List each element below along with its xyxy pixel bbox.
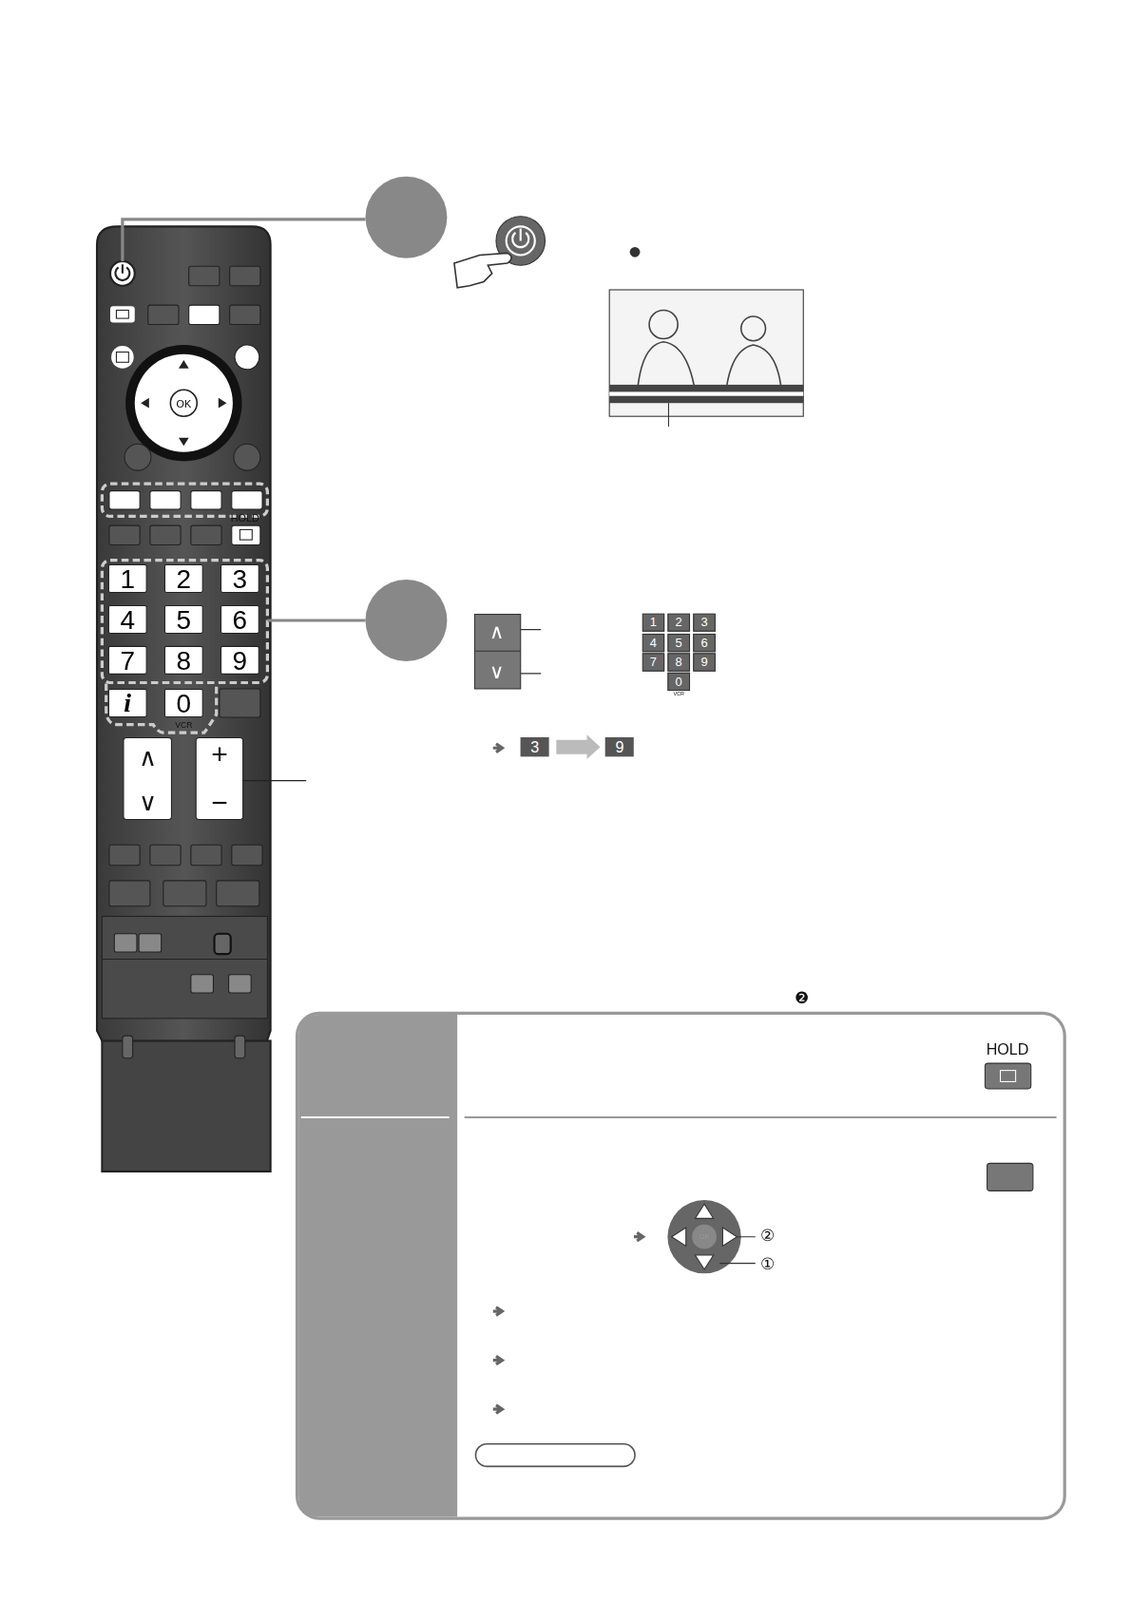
button-label: 2 <box>176 562 192 595</box>
label: ② <box>760 1227 775 1245</box>
button-label: OK <box>176 397 192 409</box>
channel-number: 9 <box>605 737 634 757</box>
label: ❷ <box>794 990 809 1007</box>
keypad-key: 1 <box>642 613 666 632</box>
label: HOLD <box>986 1041 1030 1057</box>
label: VCR <box>673 691 685 697</box>
button-label: 0 <box>176 687 192 719</box>
number-button: 8 <box>164 646 204 675</box>
button-label: 9 <box>232 644 249 676</box>
keypad-key: 5 <box>667 633 691 652</box>
keypad-key: 7 <box>642 652 666 671</box>
button-label: 1 <box>119 562 135 595</box>
channel-down: ∨ <box>489 661 505 682</box>
button-label: 6 <box>232 603 249 635</box>
button-label: 7 <box>119 644 135 676</box>
button-label: 8 <box>176 644 192 676</box>
channel-number: 3 <box>520 737 550 757</box>
ok-button: OK <box>170 389 197 417</box>
keypad-key: 8 <box>667 652 691 671</box>
number-button: 1 <box>108 564 148 594</box>
channel-up: ∧ <box>138 745 157 770</box>
number-button: i <box>108 689 148 718</box>
keypad-key: 6 <box>692 633 716 652</box>
channel-up: ∧ <box>489 621 505 642</box>
number-button: 0 <box>164 689 204 718</box>
button-caption: VCR <box>174 721 192 730</box>
keypad-key: 3 <box>692 613 716 632</box>
button-label: 5 <box>176 603 192 635</box>
number-button: 5 <box>164 605 204 634</box>
button-label: i <box>123 688 132 719</box>
number-button: 2 <box>164 564 204 594</box>
number-button: 6 <box>220 605 260 634</box>
volume-down: − <box>210 788 229 818</box>
number-button: 9 <box>220 646 260 675</box>
number-button: 7 <box>108 646 148 675</box>
keypad-key: 9 <box>692 652 716 671</box>
keypad-key: 4 <box>642 633 666 652</box>
keypad-key: 2 <box>667 613 691 632</box>
button-label: 4 <box>119 603 135 635</box>
label: ① <box>760 1256 775 1273</box>
number-button: 3 <box>220 564 260 594</box>
button-caption: HOLD <box>230 513 260 524</box>
keypad-key: 0 <box>667 672 691 691</box>
channel-down: ∨ <box>138 789 157 815</box>
volume-up: + <box>210 741 229 770</box>
label: OK <box>699 1233 710 1242</box>
button-label: 3 <box>232 562 249 595</box>
number-button: 4 <box>108 605 148 634</box>
